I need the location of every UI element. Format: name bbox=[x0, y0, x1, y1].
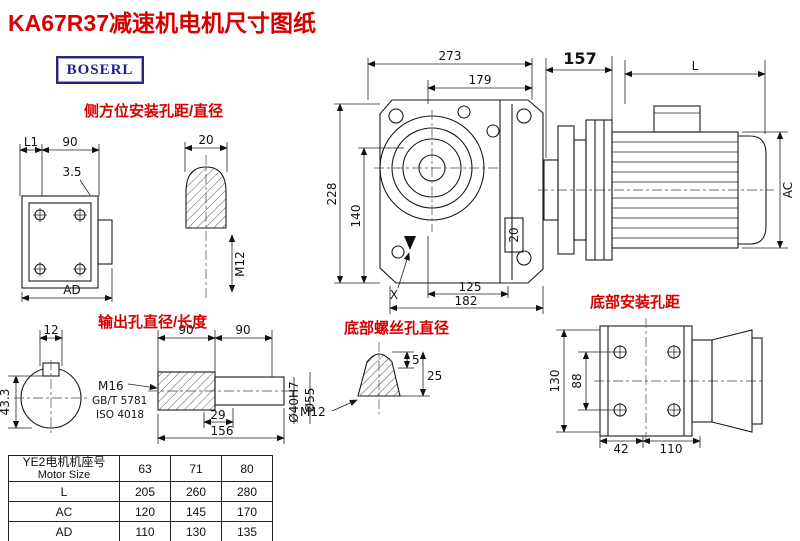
dim-l1-label: L1 bbox=[24, 135, 38, 149]
dim-ac-label: AC bbox=[781, 182, 795, 198]
drawing-bottom-screw: 5 25 M12 bbox=[300, 342, 442, 419]
dim-125-label: 125 bbox=[459, 280, 482, 294]
dim-90-side-label: 90 bbox=[62, 135, 77, 149]
dim-20-hole-label: 20 bbox=[198, 133, 213, 147]
table-cell: 135 bbox=[221, 521, 273, 541]
dim-140-label: 140 bbox=[349, 205, 363, 228]
boserl-logo-text: BOSERL bbox=[66, 61, 134, 78]
table-row: AD 110 130 135 bbox=[8, 521, 273, 541]
dim-273-label: 273 bbox=[439, 49, 462, 63]
dim-m12-screw-label: M12 bbox=[300, 405, 326, 419]
motor-size-table: YE2电机机座号 Motor Size 63 71 80 L 205 260 2… bbox=[8, 454, 273, 541]
dim-130-label: 130 bbox=[548, 370, 562, 393]
table-cell: 110 bbox=[119, 521, 171, 541]
table-header-en: Motor Size bbox=[37, 469, 91, 482]
label-bottom-screw-hole: 底部螺丝孔直径 bbox=[344, 320, 450, 337]
dim-88-label: 88 bbox=[570, 373, 584, 388]
dim-ad-label: AD bbox=[63, 283, 80, 297]
drawing-output-shaft: 90 90 M16 GB/T 5781 ISO 4018 29 156 Ø40H… bbox=[92, 323, 317, 444]
dim-25-label: 25 bbox=[427, 369, 442, 383]
table-header-cn: YE2电机机座号 bbox=[22, 455, 106, 469]
dia-55-label: Ø55 bbox=[303, 388, 317, 413]
table-row: L 205 260 280 bbox=[8, 481, 273, 503]
dim-228-label: 228 bbox=[325, 183, 339, 206]
table-size-63: 63 bbox=[119, 454, 171, 483]
dim-90b-label: 90 bbox=[235, 323, 250, 337]
dim-156-label: 156 bbox=[211, 424, 234, 438]
table-cell: 260 bbox=[170, 481, 222, 503]
label-bottom-mount-holes: 底部安装孔距 bbox=[590, 294, 681, 311]
drawing-shaft-end-view: 12 43.3 bbox=[0, 323, 88, 436]
dim-12-label: 12 bbox=[43, 323, 58, 337]
label-output-hole: 输出孔直径/长度 bbox=[98, 314, 208, 331]
table-cell: 280 bbox=[221, 481, 273, 503]
table-cell: 130 bbox=[170, 521, 222, 541]
dim-42-label: 42 bbox=[613, 442, 628, 456]
drawing-motor-view: 157 L AC bbox=[538, 49, 795, 261]
drawing-bottom-view: 130 88 42 110 bbox=[548, 318, 764, 456]
dim-20-front-label: 20 bbox=[507, 227, 521, 242]
table-row-label-AC: AC bbox=[8, 501, 120, 523]
dim-182-label: 182 bbox=[455, 294, 478, 308]
std-iso-label: ISO 4018 bbox=[96, 409, 144, 421]
table-cell: 170 bbox=[221, 501, 273, 523]
drawing-side-view: L1 90 3.5 AD bbox=[19, 135, 113, 302]
table-cell: 120 bbox=[119, 501, 171, 523]
dim-5-label: 5 bbox=[412, 353, 420, 367]
dim-157-label: 157 bbox=[563, 49, 596, 68]
thread-m16-label: M16 bbox=[98, 379, 124, 393]
table-row: AC 120 145 170 bbox=[8, 501, 273, 523]
table-cell: 205 bbox=[119, 481, 171, 503]
boserl-logo: BOSERL bbox=[56, 56, 144, 84]
dim-l-label: L bbox=[692, 59, 699, 73]
dia-40h7-label: Ø40H7 bbox=[287, 381, 301, 422]
table-size-71: 71 bbox=[170, 454, 222, 483]
std-gb-label: GB/T 5781 bbox=[92, 395, 147, 407]
dim-110-label: 110 bbox=[660, 442, 683, 456]
dim-x-label: X bbox=[390, 288, 398, 302]
label-side-mount-holes: 侧方位安装孔距/直径 bbox=[84, 103, 224, 120]
table-header-cell: YE2电机机座号 Motor Size bbox=[8, 454, 120, 483]
drawing-side-hole-detail: 20 M12 bbox=[184, 133, 247, 300]
dim-m12-hole-label: M12 bbox=[233, 251, 247, 277]
table-cell: 145 bbox=[170, 501, 222, 523]
dim-3-5-label: 3.5 bbox=[62, 165, 81, 179]
table-row-label-AD: AD bbox=[8, 521, 120, 541]
table-row: YE2电机机座号 Motor Size 63 71 80 bbox=[8, 454, 273, 483]
drawing-front-view: 273 179 228 140 bbox=[325, 49, 544, 314]
dim-179-label: 179 bbox=[469, 73, 492, 87]
dim-90a-label: 90 bbox=[178, 323, 193, 337]
page-title: KA67R37减速机电机尺寸图纸 bbox=[8, 10, 316, 36]
dim-29-label: 29 bbox=[210, 408, 225, 422]
table-row-label-L: L bbox=[8, 481, 120, 503]
table-size-80: 80 bbox=[221, 454, 273, 483]
dim-43-3-label: 43.3 bbox=[0, 389, 12, 416]
